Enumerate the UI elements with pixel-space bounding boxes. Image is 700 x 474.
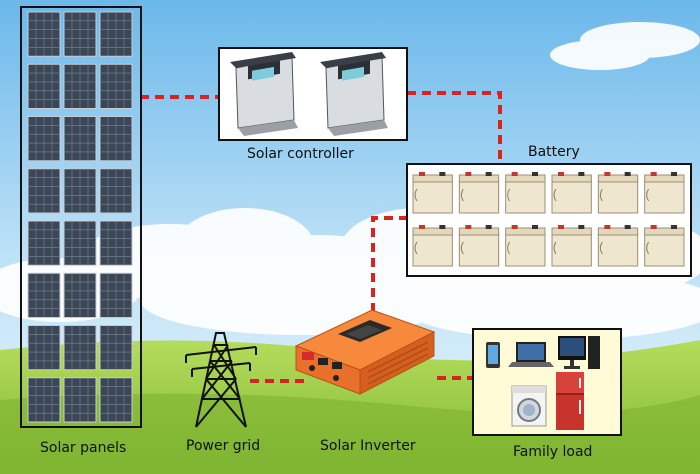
solar-panels-label: Solar panels: [40, 440, 127, 456]
battery-unit: [505, 225, 546, 267]
washing-machine-icon: [511, 385, 547, 427]
laptop-icon: [508, 342, 554, 367]
wire-battery-inverter: [371, 216, 408, 315]
battery-unit: [412, 225, 453, 267]
phone-icon: [486, 342, 500, 368]
power-grid-label: Power grid: [186, 438, 261, 454]
solar-panels-frame: [20, 6, 142, 428]
battery-unit: [551, 172, 592, 214]
battery-unit: [458, 172, 500, 214]
solar-inverter: [294, 309, 436, 395]
controller-unit: [230, 52, 298, 136]
solar-controller-label: Solar controller: [247, 146, 354, 162]
family-load-label: Family load: [513, 444, 593, 460]
battery-label: Battery: [528, 144, 580, 160]
battery-unit: [551, 225, 592, 267]
wire-controller-battery: [407, 91, 502, 163]
battery-bank: [412, 172, 685, 267]
refrigerator-icon: [556, 372, 584, 430]
solar-inverter-label: Solar Inverter: [320, 438, 416, 454]
battery-unit: [597, 225, 639, 267]
battery-unit: [458, 225, 500, 267]
solar-controllers: [230, 52, 388, 136]
battery-unit: [597, 172, 639, 214]
battery-unit: [505, 172, 546, 214]
power-grid-tower: [185, 332, 257, 428]
solar-panel-array: [27, 11, 133, 423]
battery-unit: [644, 225, 685, 267]
appliances: [486, 336, 600, 430]
controller-unit: [320, 52, 388, 136]
battery-unit: [412, 172, 453, 214]
battery-unit: [644, 172, 685, 214]
desktop-computer-icon: [558, 336, 600, 369]
